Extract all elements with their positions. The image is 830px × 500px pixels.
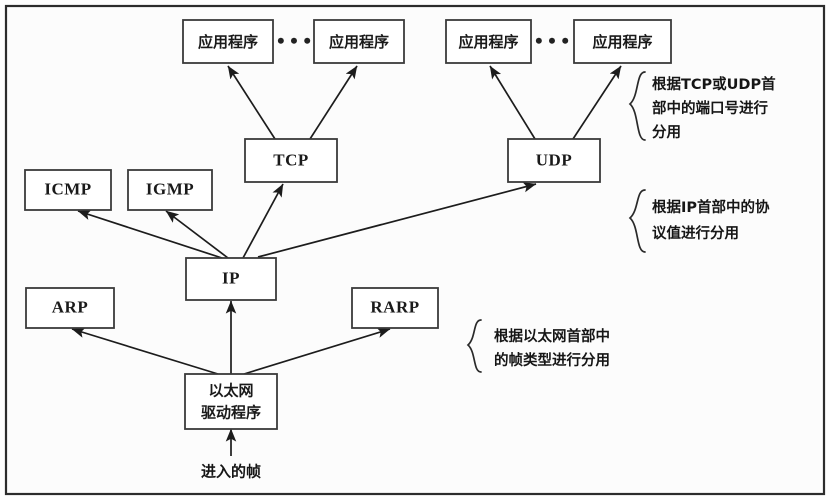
ellipsis-left: • • • [277,28,311,53]
edge-udp-to-app3 [489,65,536,140]
edge-ip-to-icmp [77,209,223,259]
node-tcp[interactable]: TCP [244,138,338,183]
node-arp[interactable]: ARP [25,287,115,329]
node-app4-label: 应用程序 [592,33,652,51]
node-udp-label: UDP [536,150,572,169]
annotation-port-demux: 根据TCP或UDP首 部中的端口号进行 分用 [628,71,776,141]
node-arp-label: ARP [52,297,88,316]
brace-port-demux [628,71,646,141]
annotation-port-demux-line1: 根据TCP或UDP首 [652,75,776,93]
connector-group [71,65,622,456]
annotation-protocol-demux: 根据IP首部中的协 议值进行分用 [628,189,770,253]
node-ethernet-driver[interactable]: 以太网 驱动程序 [184,373,278,430]
edge-ip-to-tcp [242,183,284,259]
annotation-frametype-demux-line1: 根据以太网首部中 [494,327,610,345]
edge-driver-to-arp [71,327,219,375]
node-app3[interactable]: 应用程序 [445,19,532,64]
node-rarp[interactable]: RARP [351,287,439,329]
edge-tcp-to-app2 [309,65,358,140]
node-igmp[interactable]: IGMP [127,169,213,211]
node-app1[interactable]: 应用程序 [182,19,274,64]
brace-protocol-demux [628,189,646,253]
node-app1-label: 应用程序 [198,33,258,51]
edge-udp-to-app4 [572,65,622,140]
annotation-protocol-demux-line2: 议值进行分用 [652,224,739,242]
node-icmp-label: ICMP [44,179,91,198]
ellipsis-right: • • • [535,28,569,53]
node-ethernet-driver-line2: 驱动程序 [201,404,261,422]
annotation-frametype-demux-line2: 的帧类型进行分用 [494,351,610,369]
annotation-port-demux-line3: 分用 [652,124,681,141]
edge-ip-to-udp [257,182,537,258]
annotation-frametype-demux: 根据以太网首部中 的帧类型进行分用 [466,319,610,373]
node-ethernet-driver-line1: 以太网 [208,382,253,400]
node-igmp-label: IGMP [146,179,194,198]
node-udp[interactable]: UDP [507,138,601,183]
figure-border [4,4,826,496]
node-icmp[interactable]: ICMP [24,169,112,211]
brace-frametype-demux [466,319,482,373]
node-rarp-label: RARP [370,297,419,316]
edge-tcp-to-app1 [227,65,276,140]
node-ip-label: IP [222,268,240,287]
node-app3-label: 应用程序 [458,33,518,51]
node-tcp-label: TCP [273,150,309,169]
annotation-port-demux-line2: 部中的端口号进行 [652,99,768,117]
node-app2-label: 应用程序 [329,33,389,51]
node-ip[interactable]: IP [185,257,277,301]
node-app2[interactable]: 应用程序 [313,19,405,64]
caption-incoming-frame: 进入的帧 [201,463,261,481]
edge-driver-to-rarp [243,327,391,375]
node-app4[interactable]: 应用程序 [573,19,672,64]
annotation-protocol-demux-line1: 根据IP首部中的协 [652,198,770,216]
edge-ip-to-igmp [165,210,229,259]
